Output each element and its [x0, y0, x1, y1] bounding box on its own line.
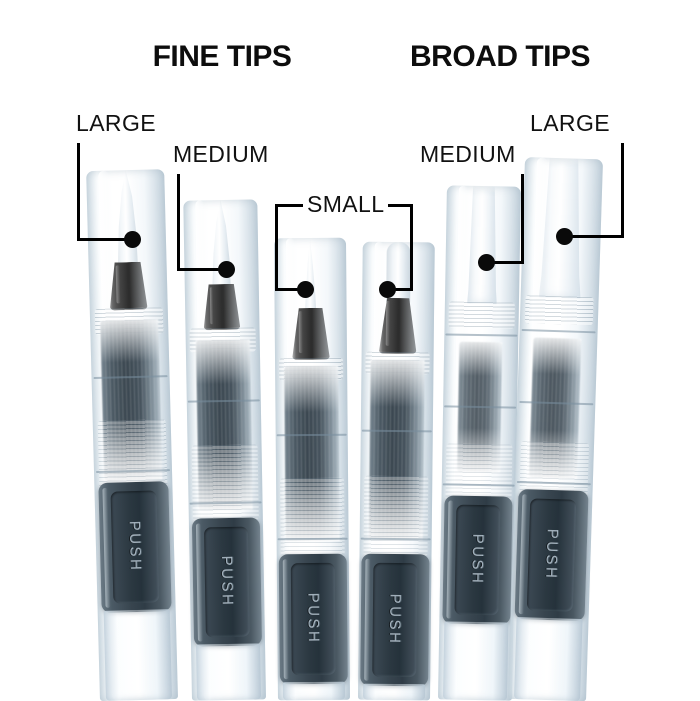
- pen-3-bottom-cap: [282, 681, 345, 701]
- pen-6-bottom-cap: [514, 617, 583, 701]
- callout-small-foot-right: [388, 288, 413, 291]
- pen-4-push-label: PUSH: [386, 594, 404, 646]
- pen-3-mid-ribs: [280, 477, 345, 557]
- pen-2-push-grip[interactable]: PUSH: [191, 517, 263, 647]
- callout-broad-large-dot: [556, 228, 573, 245]
- heading-broad-tips: BROAD TIPS: [409, 40, 591, 73]
- callout-broad-medium-leader-horizontal: [487, 261, 524, 264]
- pen-6-push-grip[interactable]: PUSH: [514, 489, 589, 622]
- callout-broad-large-leader-horizontal: [566, 235, 624, 238]
- pen-5-push-label: PUSH: [468, 534, 487, 586]
- pen-6-grip-inset: PUSH: [526, 498, 577, 612]
- pen-5-bottom-cap: [443, 621, 509, 701]
- pen-2-push-label: PUSH: [217, 556, 236, 608]
- callout-small-bracket-left-vertical: [275, 204, 278, 290]
- pen-6-collar-ribs: [524, 295, 594, 326]
- callout-label-broad-medium: MEDIUM: [420, 141, 516, 167]
- pen-1-mid-ribs: [97, 419, 168, 491]
- heading-fine-tips: FINE TIPS: [152, 40, 292, 73]
- callout-small-dot-right: [379, 281, 396, 298]
- pen-3-fine-small-needle: PUSH: [273, 237, 350, 701]
- pen-2-grip-highlight: [195, 523, 203, 642]
- callout-broad-large-leader-vertical: [621, 143, 624, 238]
- pen-2-mid-ribs: [191, 444, 259, 521]
- pen-4-bottom-cap: [363, 683, 426, 701]
- callout-fine-medium-dot: [218, 261, 235, 278]
- pen-4-grip-highlight: [364, 558, 371, 681]
- pen-5-grip-highlight: [446, 500, 454, 619]
- pen-1-grip-highlight: [102, 487, 111, 608]
- callout-fine-large-dot: [124, 231, 141, 248]
- pen-4-fine-small-bullet: PUSH: [358, 241, 435, 701]
- pen-5-collar-ribs: [448, 301, 515, 329]
- pen-1-push-grip[interactable]: PUSH: [98, 481, 172, 613]
- callout-small-bracket-right-vertical: [410, 204, 413, 290]
- pen-1-push-label: PUSH: [125, 520, 145, 574]
- callout-fine-medium-leader-vertical: [177, 174, 180, 271]
- pen-4-push-grip[interactable]: PUSH: [360, 553, 430, 687]
- pen-4-mid-ribs: [363, 475, 429, 557]
- callout-small-dot-left: [297, 281, 314, 298]
- callout-label-fine-medium: MEDIUM: [173, 141, 269, 167]
- callout-small-foot-left: [275, 288, 303, 291]
- callout-small-bracket-top-left: [275, 204, 303, 207]
- pen-2-bottom-cap: [196, 643, 261, 701]
- pen-3-push-grip[interactable]: PUSH: [278, 553, 348, 685]
- callout-fine-large-leader-vertical: [77, 143, 80, 241]
- pen-1-fine-large: PUSH: [86, 169, 178, 701]
- pen-3-grip-inset: PUSH: [290, 562, 337, 676]
- callout-label-broad-large: LARGE: [530, 110, 610, 136]
- pen-1-grip-inset: PUSH: [110, 490, 160, 604]
- pen-1-bottom-cap: [103, 609, 172, 701]
- callout-label-fine-large: LARGE: [76, 110, 156, 136]
- callout-broad-medium-leader-vertical: [521, 174, 524, 264]
- callout-fine-medium-leader-horizontal: [177, 268, 227, 271]
- callout-label-small: SMALL: [307, 191, 385, 217]
- pen-6-push-label: PUSH: [542, 528, 561, 582]
- callout-small-bracket-top-right: [388, 204, 413, 207]
- pen-2-grip-inset: PUSH: [203, 526, 251, 638]
- callout-fine-large-leader-horizontal: [77, 238, 133, 241]
- pen-3-push-label: PUSH: [304, 593, 323, 645]
- pen-4-grip-inset: PUSH: [371, 563, 418, 677]
- pen-5-grip-inset: PUSH: [454, 504, 501, 616]
- pen-5-push-grip[interactable]: PUSH: [442, 495, 513, 625]
- pen-3-grip-highlight: [282, 559, 289, 680]
- callout-broad-medium-dot: [478, 254, 495, 271]
